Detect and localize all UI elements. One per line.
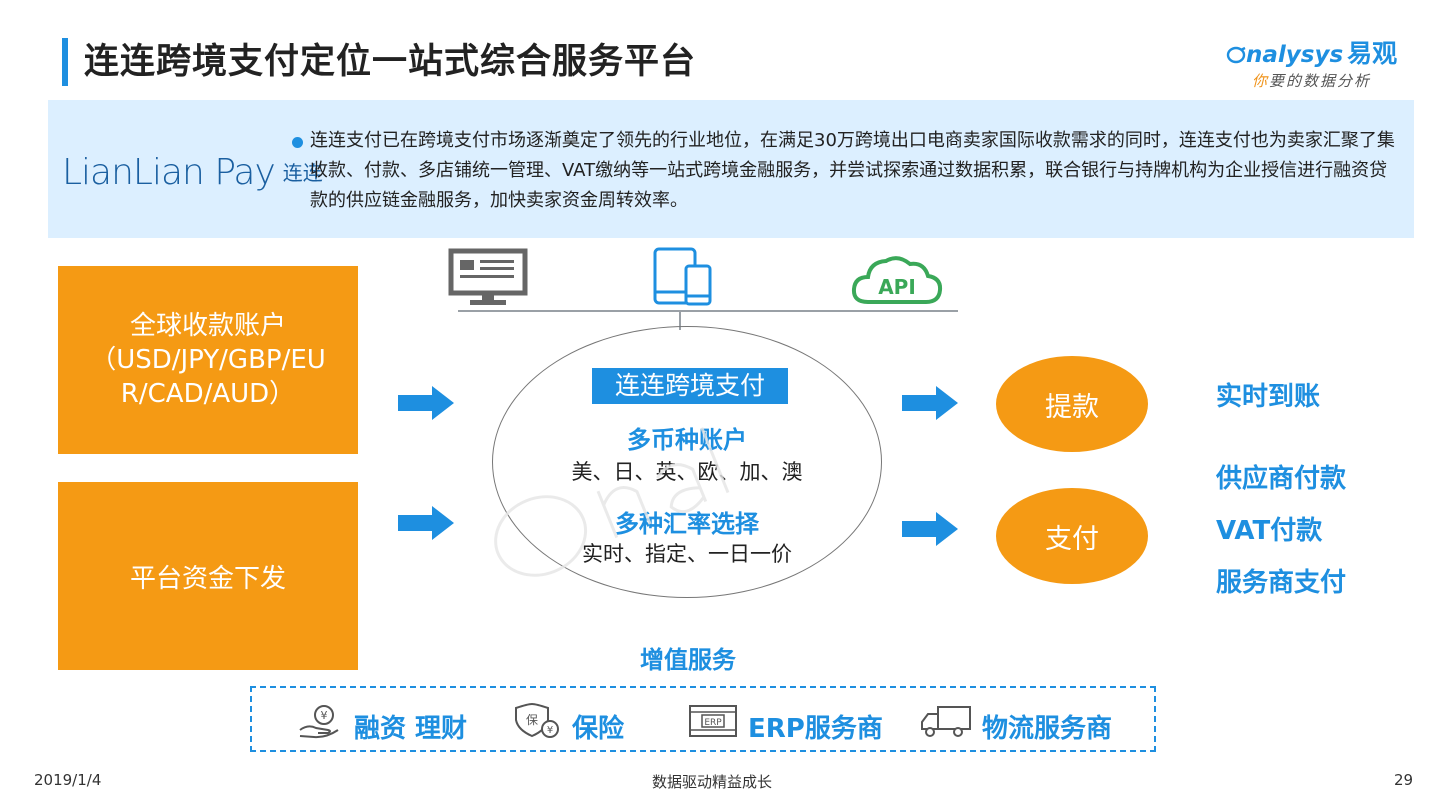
value-item-erp: ERP服务商	[748, 714, 883, 744]
withdraw-circle: 提款	[996, 356, 1148, 452]
value-added-title: 增值服务	[640, 646, 736, 674]
brand-name-cn: 易观	[1347, 39, 1398, 68]
feature-realtime: 实时到账	[1216, 382, 1321, 412]
multi-currency-heading: 多币种账户	[627, 426, 747, 454]
finance-hand-coin-icon: ¥	[299, 705, 339, 739]
title-accent-bar	[62, 38, 68, 86]
exchange-rate-list: 实时、指定、一日一价	[582, 542, 792, 566]
global-account-box: 全球收款账户 （USD/JPY/GBP/EUR/CAD/AUD）	[58, 266, 358, 454]
erp-chip-icon: ERP	[689, 705, 737, 737]
global-account-currencies: （USD/JPY/GBP/EUR/CAD/AUD）	[90, 345, 326, 409]
arrow-right-icon	[398, 386, 454, 420]
arrow-right-icon	[902, 512, 958, 546]
value-item-finance: 融资 理财	[354, 714, 468, 744]
global-account-title: 全球收款账户	[129, 311, 286, 341]
icons-connector-stem	[679, 310, 681, 330]
feature-supplier: 供应商付款	[1216, 464, 1347, 494]
footer-slogan: 数据驱动精益成长	[652, 773, 773, 791]
svg-text:ERP: ERP	[704, 718, 722, 728]
arrow-right-icon	[398, 506, 454, 540]
icons-connector-line	[458, 310, 958, 312]
payment-circle: 支付	[996, 488, 1148, 584]
intro-text: 连连支付已在跨境支付市场逐渐奠定了领先的行业地位，在满足30万跨境出口电商卖家国…	[310, 130, 1395, 211]
value-added-box	[250, 686, 1156, 752]
svg-text:保: 保	[526, 713, 538, 727]
bullet-dot	[292, 137, 303, 148]
center-ellipse	[492, 326, 882, 598]
value-item-insurance: 保险	[572, 714, 625, 744]
feature-vat: VAT付款	[1216, 516, 1323, 546]
svg-text:¥: ¥	[321, 709, 328, 722]
brand-name-en: nalysys	[1246, 42, 1344, 68]
arrow-right-icon	[902, 386, 958, 420]
platform-funds-box: 平台资金下发	[58, 482, 358, 670]
value-item-logistics: 物流服务商	[982, 714, 1113, 744]
api-cloud-icon: API	[851, 256, 943, 304]
desktop-monitor-icon	[448, 248, 528, 305]
insurance-shield-icon: 保 ¥	[515, 702, 559, 738]
tablet-phone-icon	[653, 247, 712, 306]
exchange-rate-heading: 多种汇率选择	[615, 510, 759, 538]
page-title: 连连跨境支付定位一站式综合服务平台	[84, 42, 697, 82]
multi-currency-list: 美、日、英、欧、加、澳	[571, 460, 803, 484]
center-title: 连连跨境支付	[592, 368, 788, 404]
feature-service-provider: 服务商支付	[1216, 568, 1347, 598]
svg-text:¥: ¥	[547, 725, 553, 736]
api-label: API	[878, 275, 916, 299]
footer-page-number: 29	[1394, 771, 1414, 789]
analysys-a-icon	[1226, 46, 1246, 64]
logistics-truck-icon	[921, 706, 971, 737]
brand-tagline: 你要的数据分析	[1252, 72, 1372, 90]
footer-date: 2019/1/4	[34, 771, 102, 789]
